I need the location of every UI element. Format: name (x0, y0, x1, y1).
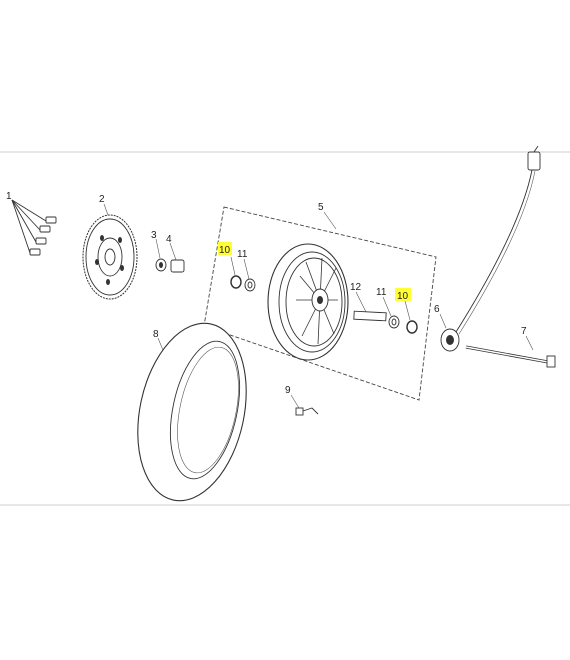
part-11-left-spacer (243, 258, 256, 292)
callout-1: 1 (6, 191, 12, 202)
part-11-right-spacer (382, 296, 400, 329)
callout-5: 5 (318, 202, 324, 213)
part-8-tire (137, 322, 247, 502)
callout-2: 2 (99, 194, 105, 205)
part-1-bolts (11, 199, 57, 256)
part-7-axle (465, 335, 556, 368)
part-9-valve (290, 394, 319, 416)
part-10-left-bearing (230, 256, 242, 289)
part-5-group-frame (203, 206, 437, 401)
part-2-brake-disc (82, 203, 138, 300)
callout-9: 9 (285, 385, 291, 396)
part-4-spacer (169, 242, 185, 273)
callout-11-left: 11 (237, 249, 248, 260)
callout-8: 8 (153, 329, 159, 340)
callout-12: 12 (350, 282, 362, 293)
callout-10-right: 10 (397, 291, 409, 302)
callout-7: 7 (521, 326, 527, 337)
callout-6: 6 (434, 304, 440, 315)
part-5-wheel-rim (267, 243, 349, 361)
callout-10-left: 10 (219, 245, 231, 256)
part-12-sleeve (353, 291, 387, 322)
highlight-10-right (395, 288, 411, 301)
callout-11-right: 11 (376, 287, 387, 298)
callout-4: 4 (166, 234, 172, 245)
part-3-nut (155, 238, 167, 272)
highlight-10-left (218, 242, 232, 255)
callout-3: 3 (151, 230, 157, 241)
part-10-right-bearing (404, 300, 418, 334)
part-6-speedo-drive (439, 145, 541, 352)
